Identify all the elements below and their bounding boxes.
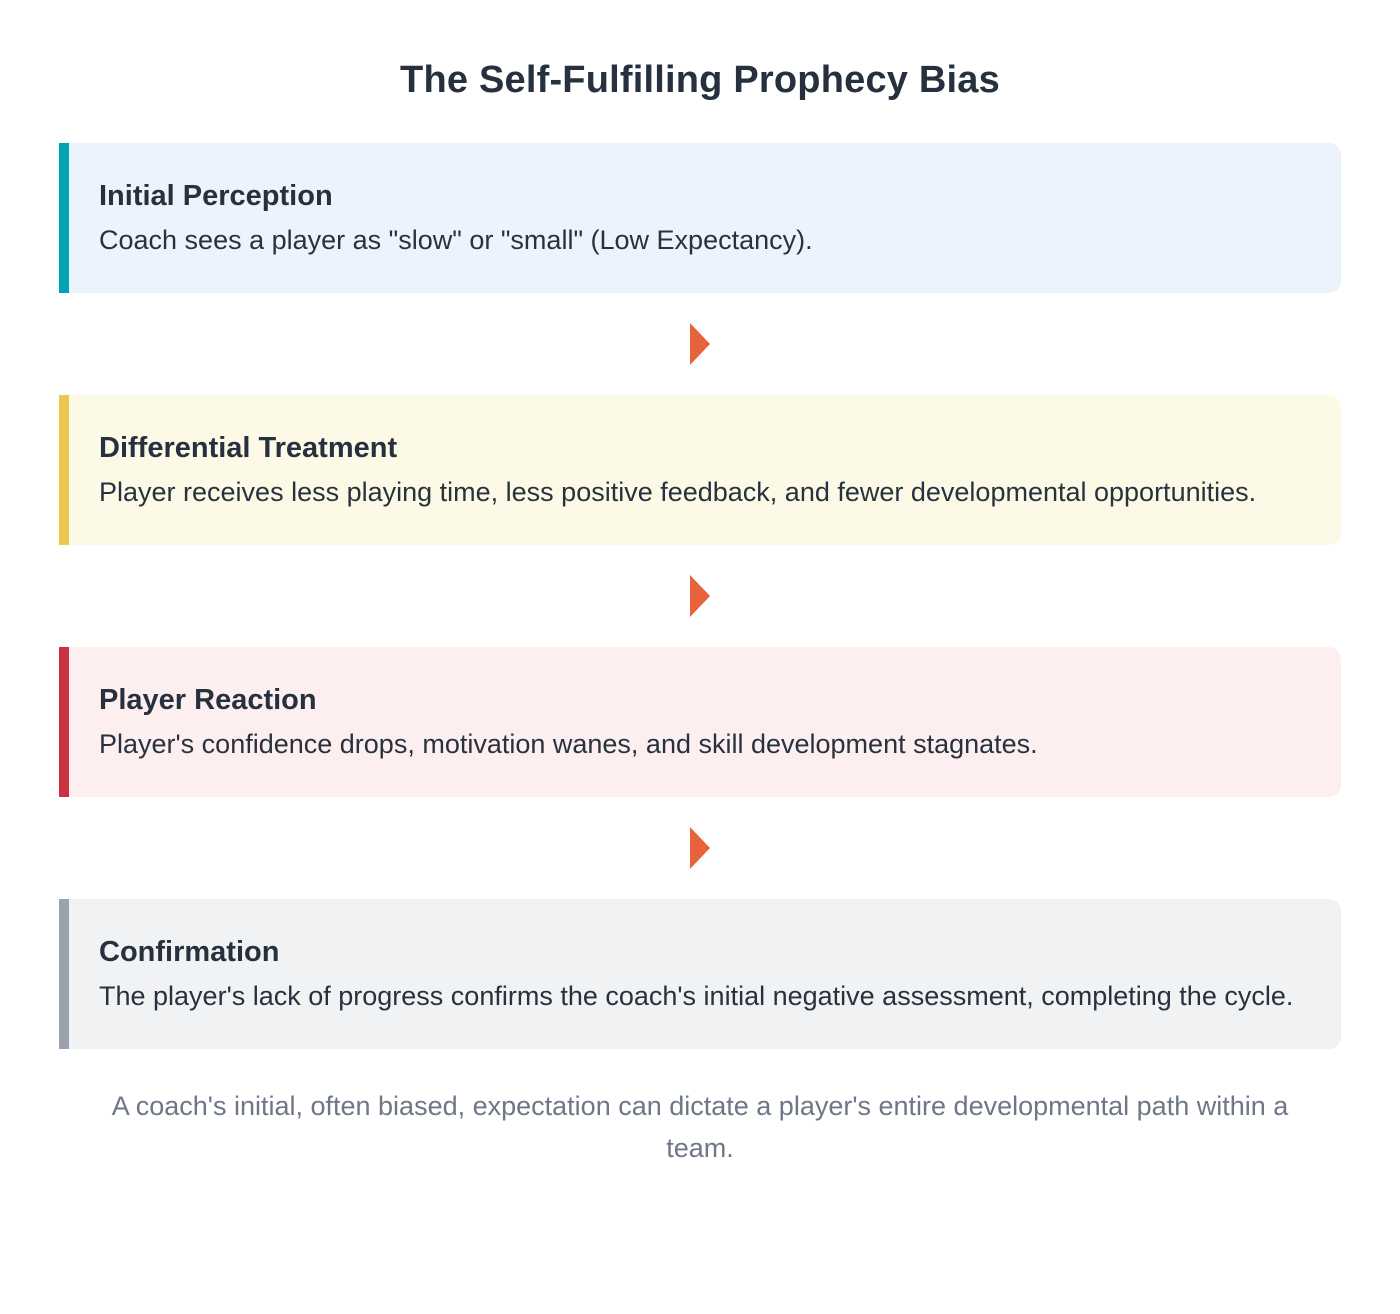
step-description: Coach sees a player as "slow" or "small"… — [99, 225, 813, 255]
step-title: Confirmation — [99, 936, 280, 968]
step-title: Differential Treatment — [99, 432, 398, 464]
arrow-right-icon — [690, 575, 710, 617]
arrow-gap — [59, 797, 1341, 899]
arrow-right-icon — [690, 323, 710, 365]
arrow-gap — [59, 545, 1341, 647]
arrow-gap — [59, 293, 1341, 395]
step-card: Confirmation The player's lack of progre… — [59, 899, 1341, 1049]
arrow-right-icon — [690, 827, 710, 869]
step-card: Differential Treatment Player receives l… — [59, 395, 1341, 545]
step-description: Player's confidence drops, motivation wa… — [99, 729, 1038, 759]
step-title: Player Reaction — [99, 684, 317, 716]
page-title: The Self-Fulfilling Prophecy Bias — [400, 59, 1000, 101]
summary-caption: A coach's initial, often biased, expecta… — [111, 1091, 1289, 1163]
step-card: Player Reaction Player's confidence drop… — [59, 647, 1341, 797]
step-description: The player's lack of progress confirms t… — [99, 981, 1294, 1011]
step-card: Initial Perception Coach sees a player a… — [59, 143, 1341, 293]
step-description: Player receives less playing time, less … — [99, 477, 1257, 507]
step-title: Initial Perception — [99, 180, 333, 212]
flow-steps: Initial Perception Coach sees a player a… — [59, 143, 1341, 1049]
